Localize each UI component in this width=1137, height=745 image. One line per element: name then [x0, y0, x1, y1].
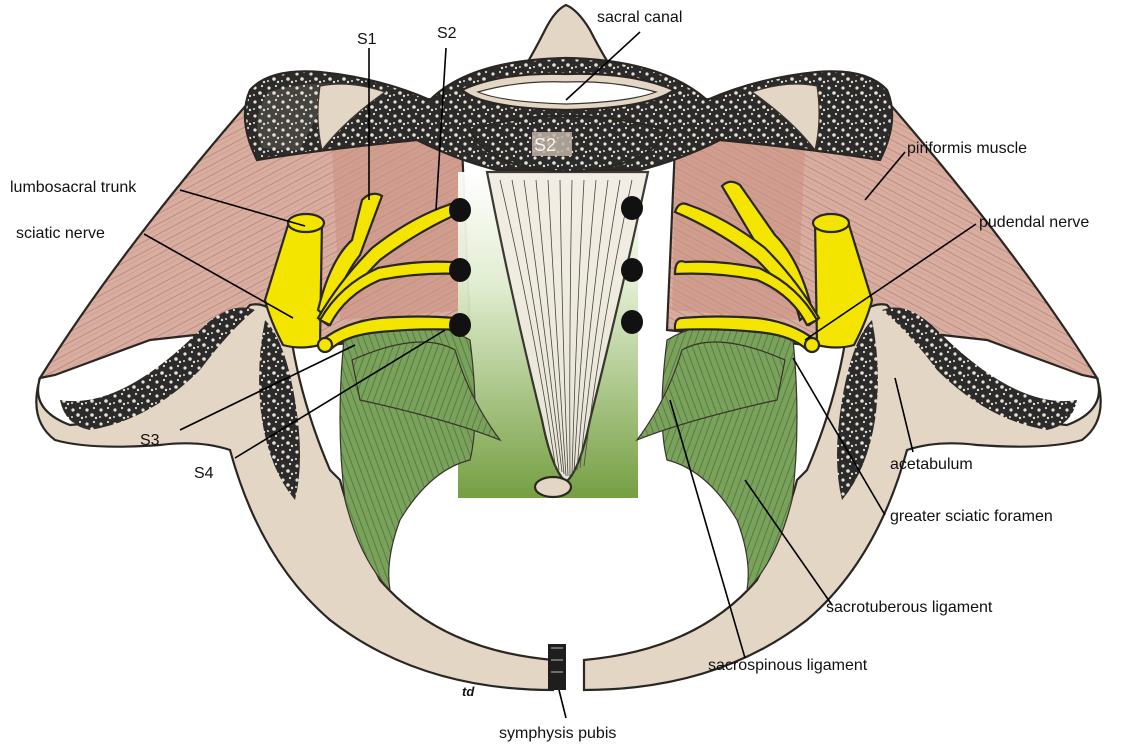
label-s2-vertebra: S2: [534, 135, 556, 155]
nerves-left: [265, 194, 462, 352]
artist-signature: td: [462, 684, 475, 699]
label-s4: S4: [194, 465, 214, 482]
foramen-s2-left: [449, 198, 471, 222]
label-acetabulum: acetabulum: [890, 456, 973, 473]
label-symphysis-pubis: symphysis pubis: [499, 725, 616, 742]
sacrum: [245, 5, 892, 172]
hip-bone-right: [584, 304, 1101, 690]
leader-symphysis: [559, 690, 566, 718]
foramen-s4-left: [449, 313, 471, 337]
label-s3: S3: [140, 432, 160, 449]
foramen-s3-left: [449, 258, 471, 282]
label-greater-sciatic-foramen: greater sciatic foramen: [890, 508, 1053, 525]
foramen-s2-right: [621, 196, 643, 220]
label-lumbosacral-trunk: lumbosacral trunk: [10, 179, 137, 196]
symphysis-pubis: [548, 644, 566, 690]
label-sacrospinous-ligament: sacrospinous ligament: [708, 657, 868, 674]
coccyx: [458, 172, 648, 498]
foramen-s4-right: [621, 310, 643, 334]
label-piriformis-muscle: piriformis muscle: [907, 140, 1027, 157]
label-sacral-canal: sacral canal: [597, 9, 682, 26]
label-s1: S1: [357, 31, 377, 48]
label-s2-top: S2: [437, 25, 457, 42]
label-sciatic-nerve: sciatic nerve: [16, 225, 105, 242]
foramen-s3-right: [621, 258, 643, 282]
label-pudendal-nerve: pudendal nerve: [979, 214, 1089, 231]
label-sacrotuberous-ligament: sacrotuberous ligament: [826, 599, 993, 616]
